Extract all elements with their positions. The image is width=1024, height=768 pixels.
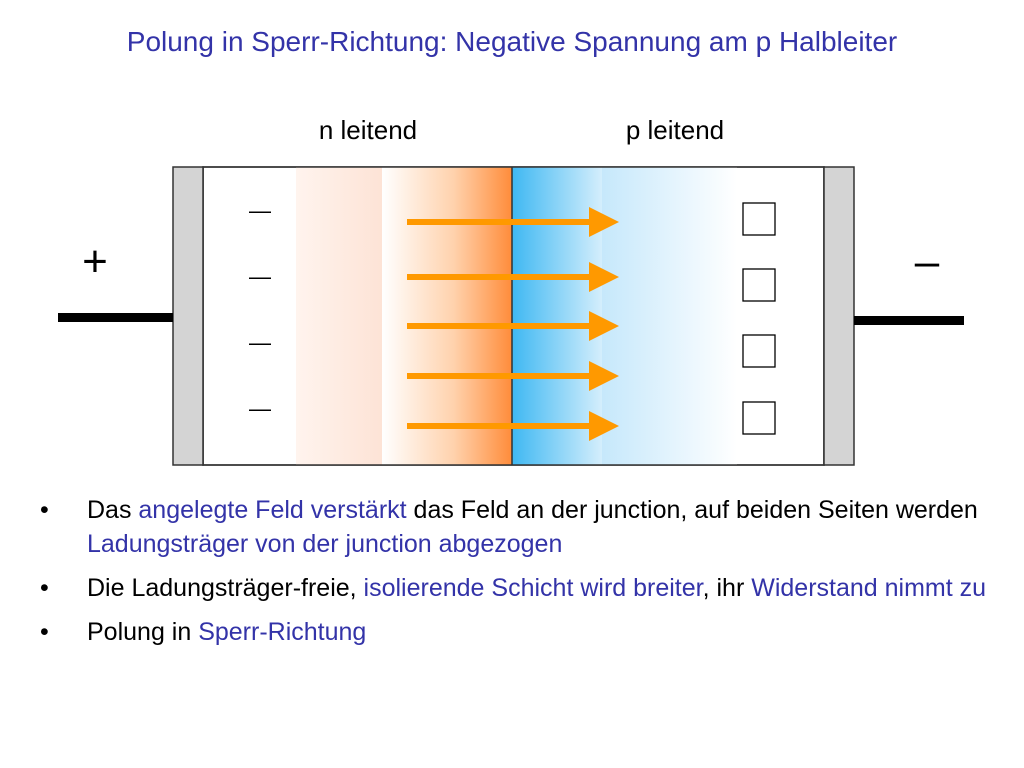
bullet-text: , ihr xyxy=(702,574,752,602)
p-depletion-outer xyxy=(602,167,737,465)
right-wire xyxy=(854,316,964,325)
electron-group: — — — — xyxy=(249,198,271,421)
bullet-dot: • xyxy=(40,496,49,524)
hole-symbol xyxy=(742,401,776,435)
hole-symbol xyxy=(742,334,776,368)
bullet-text: das Feld an der junction, auf beiden Sei… xyxy=(406,496,978,524)
positive-terminal-sign: + xyxy=(82,237,108,286)
slide-title: Polung in Sperr-Richtung: Negative Spann… xyxy=(126,26,898,57)
highlighted-text: isolierende Schicht wird breiter xyxy=(363,574,703,602)
negative-terminal-sign: – xyxy=(915,237,940,286)
highlighted-text: Ladungsträger von der junction abgezogen xyxy=(87,530,563,558)
bullet-text: Die Ladungsträger-freie, xyxy=(87,574,364,602)
bullet-item: • Die Ladungsträger-freie, isolierende Sc… xyxy=(40,571,990,605)
hole-symbol xyxy=(742,202,776,236)
pn-junction-diagram: n leitend p leitend + – — — — — xyxy=(58,115,964,466)
electron-symbol: — xyxy=(249,198,271,223)
bullet-text: Polung in xyxy=(87,618,199,646)
electron-symbol: — xyxy=(249,264,271,289)
n-region-label: n leitend xyxy=(319,115,417,145)
highlighted-text: Sperr-Richtung xyxy=(198,618,367,646)
bullet-item: • Das angelegte Feld verstärkt das Feld a… xyxy=(40,493,990,561)
highlighted-text: angelegte Feld verstärkt xyxy=(138,496,407,524)
n-depletion-outer xyxy=(296,167,382,465)
bullet-text: Das xyxy=(87,496,139,524)
hole-group xyxy=(742,202,776,435)
bullet-dot: • xyxy=(40,574,49,602)
left-electrode xyxy=(172,166,204,466)
bullet-dot: • xyxy=(40,618,49,646)
bullet-item: • Polung in Sperr-Richtung xyxy=(40,615,990,649)
bullet-list: • Das angelegte Feld verstärkt das Feld a… xyxy=(40,493,990,659)
hole-symbol xyxy=(742,268,776,302)
n-depletion-inner xyxy=(382,167,512,465)
p-region-label: p leitend xyxy=(626,115,724,145)
left-wire xyxy=(58,313,173,322)
right-electrode xyxy=(823,166,855,466)
highlighted-text: Widerstand nimmt zu xyxy=(751,574,987,602)
electron-symbol: — xyxy=(249,330,271,355)
p-depletion-inner xyxy=(512,167,602,465)
electron-symbol: — xyxy=(249,396,271,421)
field-arrow-group xyxy=(407,207,619,441)
